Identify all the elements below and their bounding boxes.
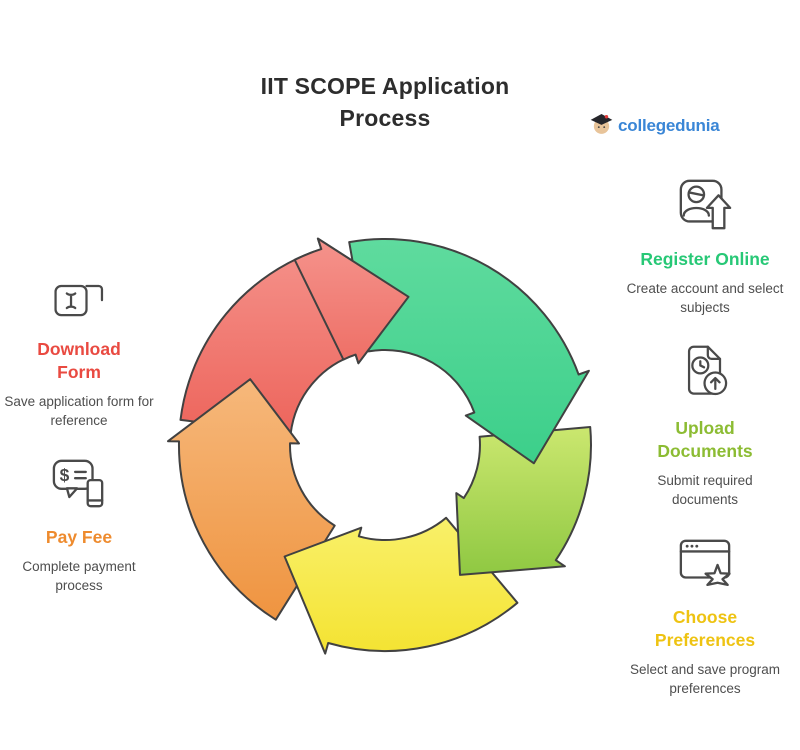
step-label-download: Download Form: [37, 339, 121, 382]
page-title: IIT SCOPE Application Process: [160, 70, 610, 134]
step-choose-preferences: Choose Preferences Select and save progr…: [622, 536, 788, 699]
cycle-diagram-svg: [167, 237, 592, 655]
pay-fee-icon: $: [48, 459, 110, 516]
step-label-register: Register Online: [640, 249, 770, 269]
step-desc-choose: Select and save program preferences: [629, 661, 781, 697]
cycle-arrow-download-form-head: [293, 237, 410, 365]
step-label-pay: Pay Fee: [45, 527, 113, 547]
step-desc-register: Create account and select subjects: [626, 280, 784, 316]
collegedunia-logo-text: collegedunia: [618, 116, 720, 135]
step-desc-upload: Submit required documents: [657, 472, 753, 508]
page-title-line2: Process: [339, 105, 431, 132]
upload-documents-icon: [675, 345, 735, 407]
step-label-upload: Upload Documents: [657, 418, 753, 461]
collegedunia-logo: collegedunia: [588, 110, 720, 142]
step-register-online: Register Online Create account and selec…: [622, 176, 788, 318]
step-upload-documents: Upload Documents Submit required documen…: [625, 341, 785, 510]
step-desc-download: Save application form for reference: [4, 393, 154, 429]
download-form-icon: [49, 284, 109, 328]
page-title-line1: IIT SCOPE Application: [260, 73, 510, 99]
step-desc-pay: Complete payment process: [22, 558, 136, 594]
step-pay-fee: $ Pay Fee Complete payment process: [0, 456, 158, 596]
register-online-icon: [674, 179, 736, 238]
collegedunia-mascot-icon: [588, 110, 615, 142]
cycle-arrow-upload-documents: [455, 426, 592, 576]
step-label-choose: Choose Preferences: [654, 607, 756, 650]
dollar-symbol: $: [60, 465, 70, 485]
choose-preferences-icon: [674, 539, 736, 596]
cycle-arrow-register-online: [348, 237, 590, 465]
step-download-form: Download Form Save application form for …: [0, 278, 158, 431]
